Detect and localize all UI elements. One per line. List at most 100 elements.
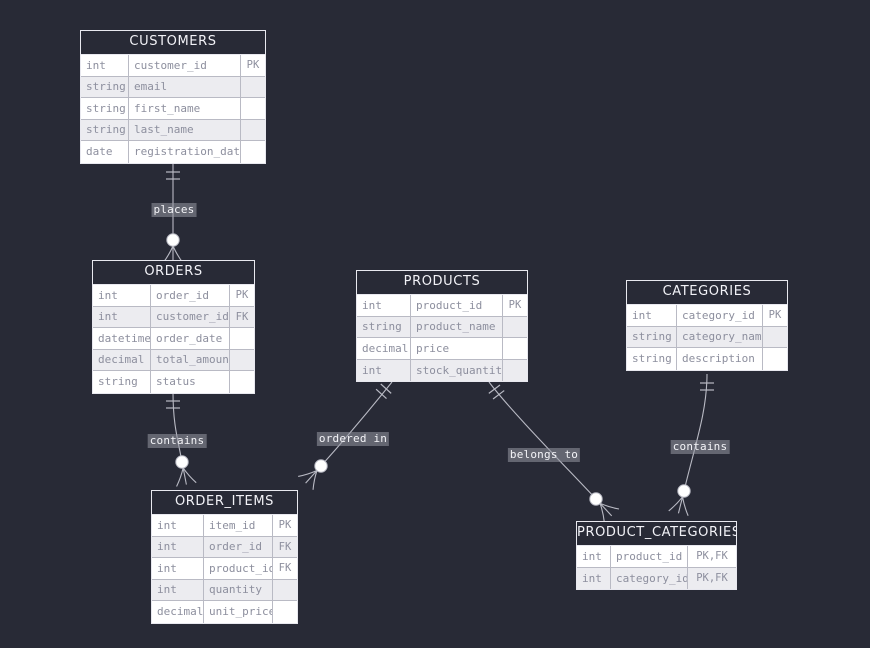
attribute-type: int — [627, 305, 677, 326]
attribute-name: product_id — [411, 295, 503, 316]
attribute-key: PK — [230, 285, 254, 306]
attribute-type: int — [152, 579, 204, 600]
attribute-name: order_id — [204, 536, 273, 557]
attribute-key — [503, 359, 527, 381]
attribute-type: int — [577, 567, 611, 589]
attribute-key — [503, 316, 527, 337]
attribute-key — [503, 338, 527, 359]
attribute-key — [763, 348, 787, 370]
attribute-name: category_id — [677, 305, 763, 326]
attribute-type: decimal — [93, 349, 151, 370]
attribute-key: PK — [241, 55, 265, 76]
attribute-name: customer_id — [129, 55, 241, 76]
attribute-key — [241, 76, 265, 97]
attribute-key: PK — [763, 305, 787, 326]
entity-title-products: PRODUCTS — [357, 271, 527, 295]
attribute-type: int — [357, 359, 411, 381]
attribute-type: string — [627, 326, 677, 347]
attribute-name: order_id — [151, 285, 230, 306]
attribute-key: FK — [273, 536, 297, 557]
attribute-name: category_id — [611, 567, 688, 589]
attribute-type: int — [577, 546, 611, 567]
attribute-key: PK — [273, 515, 297, 536]
attribute-name: order_date — [151, 328, 230, 349]
entity-title-order_items: ORDER_ITEMS — [152, 491, 297, 515]
attribute-key — [241, 141, 265, 163]
attribute-type: string — [357, 316, 411, 337]
attribute-type: int — [152, 558, 204, 579]
attribute-name: email — [129, 76, 241, 97]
entity-title-customers: CUSTOMERS — [81, 31, 265, 55]
relationship-label-customers-places-orders: places — [151, 203, 197, 217]
attribute-type: int — [93, 285, 151, 306]
attribute-key: FK — [230, 306, 254, 327]
attribute-type: string — [627, 348, 677, 370]
relationship-label-products-ordered-in-order-items: ordered in — [316, 432, 390, 446]
attribute-type: decimal — [357, 338, 411, 359]
attribute-name: status — [151, 371, 230, 393]
attribute-name: category_name — [677, 326, 763, 347]
attribute-name: customer_id — [151, 306, 230, 327]
attribute-type: string — [93, 371, 151, 393]
relationship-line — [172, 391, 183, 463]
attribute-type: string — [81, 98, 129, 119]
attribute-type: int — [357, 295, 411, 316]
attribute-key — [763, 326, 787, 347]
attribute-type: int — [152, 536, 204, 557]
attribute-key — [241, 119, 265, 140]
entity-title-orders: ORDERS — [93, 261, 254, 285]
entity-title-categories: CATEGORIES — [627, 281, 787, 305]
entity-title-product_categories: PRODUCT_CATEGORIES — [577, 522, 736, 546]
attribute-name: quantity — [204, 579, 273, 600]
attribute-type: string — [81, 119, 129, 140]
attribute-type: decimal — [152, 601, 204, 623]
attribute-type: int — [93, 306, 151, 327]
attribute-key — [230, 328, 254, 349]
attribute-name: product_id — [611, 546, 688, 567]
attribute-type: int — [81, 55, 129, 76]
attribute-type: int — [152, 515, 204, 536]
attribute-name: unit_price — [204, 601, 273, 623]
attribute-key — [241, 98, 265, 119]
attribute-key — [273, 579, 297, 600]
attribute-name: product_name — [411, 316, 503, 337]
attribute-name: description — [677, 348, 763, 370]
attribute-name: first_name — [129, 98, 241, 119]
attribute-key — [230, 371, 254, 393]
relationship-line — [488, 381, 597, 500]
